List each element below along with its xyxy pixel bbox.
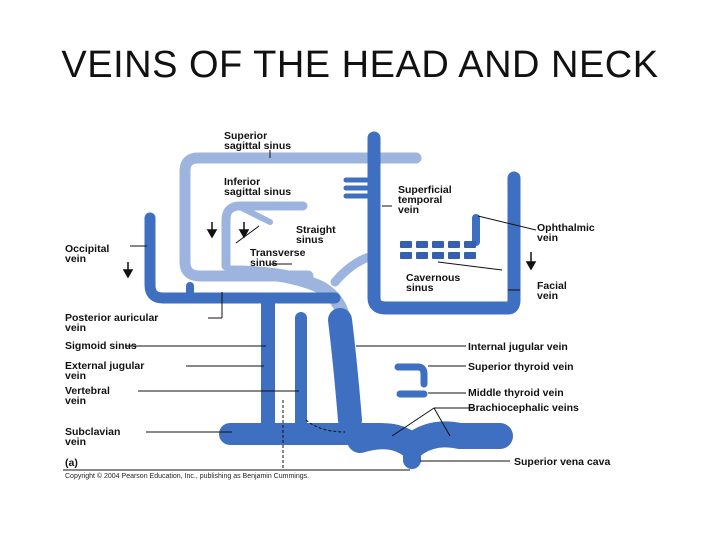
label-superior-vena-cava: Superior vena cava	[514, 456, 610, 468]
label-external-jugular-vein: External jugular vein	[65, 360, 147, 382]
straight-sinus-vessel	[237, 204, 273, 225]
superficial-vessels	[179, 152, 422, 337]
transverse-sinus-branch	[330, 251, 377, 287]
slide-title: VEINS OF THE HEAD AND NECK	[61, 44, 659, 86]
label-straight-sinus: Straight sinus	[296, 224, 339, 246]
label-inferior-sagittal-sinus: Inferior sagittal sinus	[224, 176, 291, 198]
cavernous-sinus-grid	[400, 241, 476, 259]
copyright-credit: Copyright © 2004 Pearson Education, Inc.…	[65, 472, 309, 480]
brachiocephalic-vessel	[347, 421, 513, 459]
superior-thyroid-vessel	[394, 363, 428, 388]
superior-sagittal-sinus-vessel	[179, 152, 422, 282]
label-superior-sagittal-sinus: Superior sagittal sinus	[224, 130, 291, 152]
label-middle-thyroid-vein: Middle thyroid vein	[468, 387, 564, 399]
flow-arrows	[122, 222, 537, 279]
label-cavernous-sinus: Cavernous sinus	[406, 272, 463, 294]
label-superficial-temporal-vein: Superficial temporal vein	[398, 184, 455, 216]
leader-lines	[125, 150, 537, 462]
superficial-temporal-vessel	[367, 131, 521, 315]
panel-letter: (a)	[65, 457, 78, 469]
deep-vessels	[144, 131, 521, 469]
occipital-vessel	[144, 212, 341, 304]
label-brachiocephalic-veins: Brachiocephalic veins	[468, 402, 579, 414]
vertebral-dashed-arrow	[305, 419, 346, 433]
label-vertebral-vein: Vertebral vein	[65, 385, 113, 407]
internal-jugular-vessel	[328, 308, 362, 432]
label-transverse-sinus: Transverse sinus	[250, 247, 308, 269]
label-superior-thyroid-vein: Superior thyroid vein	[468, 361, 574, 373]
label-facial-vein: Facial vein	[537, 280, 570, 302]
label-posterior-auricular-vein: Posterior auricular vein	[65, 312, 161, 334]
label-occipital-vein: Occipital vein	[65, 243, 112, 265]
label-subclavian-vein: Subclavian vein	[65, 426, 123, 448]
label-internal-jugular-vein: Internal jugular vein	[468, 341, 568, 353]
label-ophthalmic-vein: Ophthalmic vein	[537, 222, 598, 244]
label-sigmoid-sinus: Sigmoid sinus	[65, 340, 137, 352]
